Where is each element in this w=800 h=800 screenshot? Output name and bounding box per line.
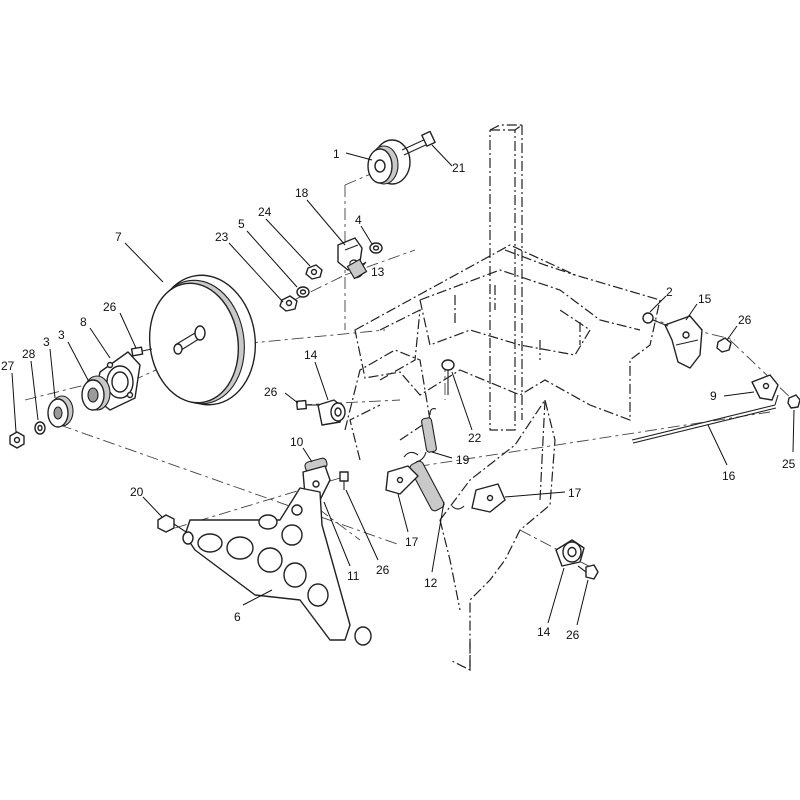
part-9-plate bbox=[751, 374, 779, 401]
part-13-spring bbox=[346, 258, 368, 280]
part-20-bolt bbox=[157, 514, 187, 533]
callout-24: 24 bbox=[258, 205, 272, 219]
part-3-bearing-left bbox=[47, 395, 74, 428]
callout-26-upper-left: 26 bbox=[103, 300, 117, 314]
callout-26-mid-left: 26 bbox=[264, 385, 278, 399]
callout-2: 2 bbox=[666, 285, 673, 299]
callout-8: 8 bbox=[80, 315, 87, 329]
part-17-bracket-left bbox=[385, 465, 419, 495]
callout-11: 11 bbox=[347, 569, 360, 583]
callout-15: 15 bbox=[698, 292, 712, 306]
part-23-nut bbox=[279, 295, 298, 312]
callout-labels: 1 21 18 24 4 7 5 23 13 2 15 26 26 8 3 3 … bbox=[1, 147, 796, 642]
callout-14-lower: 14 bbox=[537, 625, 551, 639]
callout-1: 1 bbox=[333, 147, 340, 161]
part-6-idler-arm bbox=[182, 487, 372, 646]
part-26-bolt-arm bbox=[339, 471, 349, 490]
callout-16: 16 bbox=[722, 469, 736, 483]
callout-14-upper: 14 bbox=[304, 348, 318, 362]
callout-3-right: 3 bbox=[58, 328, 65, 342]
part-12-spring bbox=[403, 451, 465, 512]
part-7-large-pulley bbox=[148, 274, 257, 406]
callout-22: 22 bbox=[468, 431, 482, 445]
callout-3-left: 3 bbox=[43, 335, 50, 349]
callout-26-lower-right: 26 bbox=[566, 628, 580, 642]
part-15-bracket bbox=[664, 315, 703, 369]
callout-26-arm: 26 bbox=[376, 563, 390, 577]
callout-12: 12 bbox=[424, 576, 438, 590]
part-26-bolt-upper-right bbox=[716, 337, 732, 353]
part-19-spring bbox=[415, 408, 437, 463]
callout-10: 10 bbox=[290, 435, 304, 449]
part-21-bolt bbox=[401, 130, 436, 156]
part-14-bushing-upper bbox=[317, 399, 346, 426]
part-4-washer bbox=[369, 242, 383, 254]
part-2-bolt bbox=[642, 312, 669, 327]
part-24-nut bbox=[305, 264, 323, 280]
part-5-washer bbox=[296, 286, 310, 298]
callout-23: 23 bbox=[215, 230, 229, 244]
callout-26-upper-right: 26 bbox=[738, 313, 752, 327]
part-26-bolt-mid-left bbox=[295, 399, 320, 411]
part-27-nut bbox=[9, 431, 25, 449]
callout-4: 4 bbox=[355, 213, 362, 227]
part-1-idler-pulley bbox=[367, 139, 411, 185]
leader-lines bbox=[11, 144, 795, 626]
part-14-bushing-lower bbox=[555, 539, 585, 567]
callout-19: 19 bbox=[456, 453, 470, 467]
part-25-bolt bbox=[787, 394, 800, 409]
part-17-bracket-right bbox=[471, 483, 506, 513]
callout-9: 9 bbox=[710, 389, 717, 403]
callout-5: 5 bbox=[238, 217, 245, 231]
callout-25: 25 bbox=[782, 457, 796, 471]
assembly-centerlines bbox=[24, 169, 796, 573]
part-16-rod bbox=[631, 394, 779, 444]
callout-27: 27 bbox=[1, 359, 15, 373]
mower-frame bbox=[344, 124, 661, 671]
part-3-bearing-right bbox=[81, 375, 111, 411]
part-26-bolt-lower-right bbox=[577, 564, 599, 580]
callout-7: 7 bbox=[115, 230, 122, 244]
callout-6: 6 bbox=[234, 610, 241, 624]
callout-18: 18 bbox=[295, 186, 309, 200]
part-26-bolt-upper-left bbox=[130, 346, 153, 357]
callout-28: 28 bbox=[22, 347, 36, 361]
callout-17-left: 17 bbox=[405, 535, 419, 549]
part-22-bolt bbox=[441, 359, 455, 395]
callout-17-right: 17 bbox=[568, 486, 582, 500]
callout-13: 13 bbox=[371, 265, 385, 279]
part-28-washer bbox=[34, 421, 46, 435]
callout-20: 20 bbox=[130, 485, 144, 499]
callout-21: 21 bbox=[452, 161, 466, 175]
